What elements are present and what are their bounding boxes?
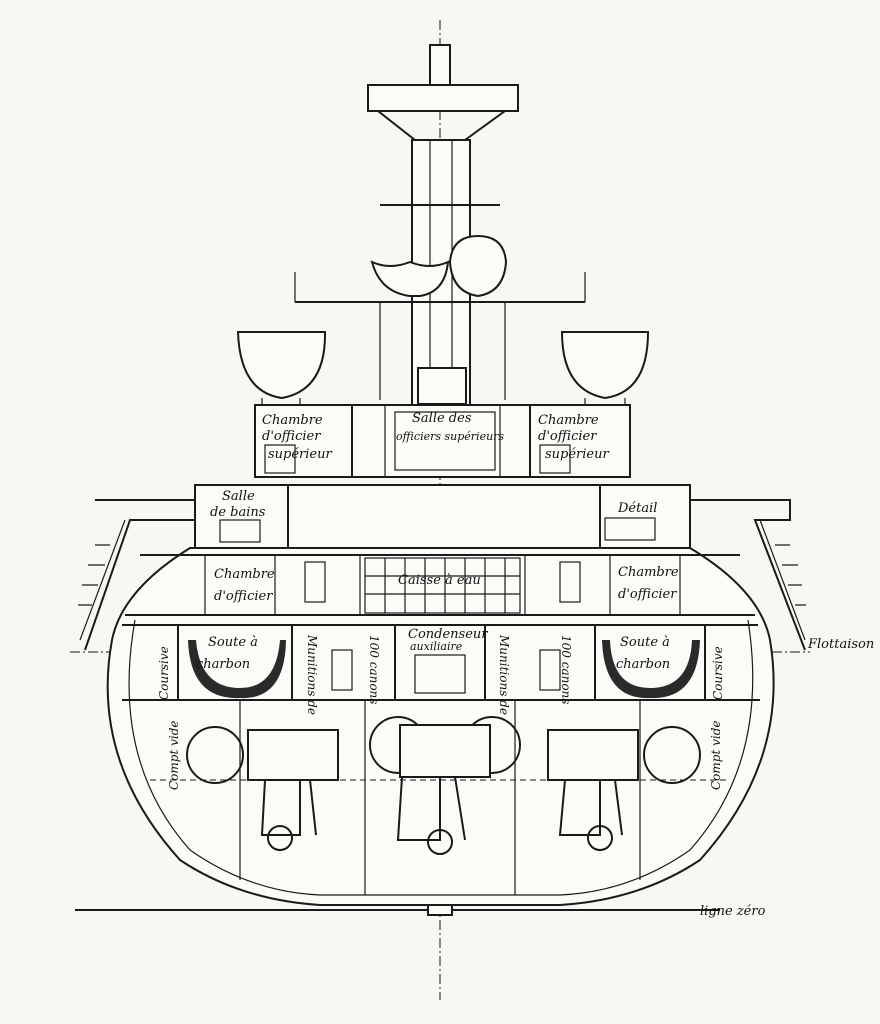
- keel: [427, 904, 453, 916]
- label-soute-left-1: Soute à: [208, 635, 258, 650]
- label-chambre-sup-right-2: d'officier: [538, 429, 597, 444]
- label-compt-vide-left: Compt vide: [167, 720, 181, 790]
- label-salle-officiers-1: Salle des: [412, 411, 472, 426]
- pump-right: [539, 649, 561, 691]
- label-chambre-sup-right-1: Chambre: [538, 413, 599, 428]
- engine-center: [369, 716, 521, 855]
- label-munitions-left-1: Munitions de: [305, 634, 319, 715]
- label-salle-bains-1: Salle: [222, 489, 255, 504]
- label-caisse-eau: Caisse à eau: [398, 573, 481, 588]
- mast: [367, 44, 519, 411]
- pump-left: [331, 649, 353, 691]
- label-coursive-right: Coursive: [711, 646, 725, 700]
- label-soute-left-2: charbon: [196, 657, 250, 672]
- water-tank-grid: [364, 557, 521, 614]
- label-compt-vide-right: Compt vide: [709, 720, 723, 790]
- top-boat-right: [448, 234, 508, 298]
- label-salle-bains-2: de bains: [210, 505, 266, 520]
- label-flottaison: Flottaison: [807, 637, 874, 652]
- label-soute-right-2: charbon: [616, 657, 670, 672]
- label-ligne-zero: ligne zéro: [700, 904, 766, 919]
- top-boat-left: [370, 260, 450, 297]
- lifeboat-left: [236, 331, 327, 400]
- label-chambre-officier-left-1: Chambre: [214, 567, 275, 582]
- coal-fill-right: [602, 640, 700, 699]
- label-chambre-sup-right-3: supérieur: [545, 447, 609, 462]
- label-munitions-left-2: 100 canons: [367, 635, 381, 704]
- label-soute-right-1: Soute à: [620, 635, 670, 650]
- label-coursive-left: Coursive: [157, 646, 171, 700]
- coal-fill-left: [188, 640, 286, 699]
- side-ladder-right: [690, 499, 806, 651]
- label-chambre-sup-left-3: supérieur: [268, 447, 332, 462]
- engine-left: [186, 726, 339, 851]
- upper-superstructure: [254, 404, 631, 478]
- label-chambre-officier-left-2: d'officier: [214, 589, 273, 604]
- label-munitions-right-2: 100 canons: [559, 635, 573, 704]
- main-deck-house: [194, 484, 691, 549]
- label-condenseur-1: Condenseur: [408, 627, 488, 642]
- side-ladder-left: [78, 499, 196, 651]
- condenser-unit: [414, 654, 466, 694]
- label-munitions-right-1: Munitions de: [497, 634, 511, 715]
- label-chambre-officier-right-1: Chambre: [618, 565, 679, 580]
- label-chambre-sup-left-2: d'officier: [262, 429, 321, 444]
- label-chambre-officier-right-2: d'officier: [618, 587, 677, 602]
- lifeboat-right: [560, 331, 650, 400]
- engine-right: [547, 726, 701, 851]
- label-salle-officiers-2: officiers supérieurs: [396, 430, 504, 443]
- label-chambre-sup-left-1: Chambre: [262, 413, 323, 428]
- label-detail: Détail: [617, 501, 657, 516]
- chart-house: [417, 367, 467, 405]
- label-condenseur-2: auxiliaire: [410, 640, 463, 653]
